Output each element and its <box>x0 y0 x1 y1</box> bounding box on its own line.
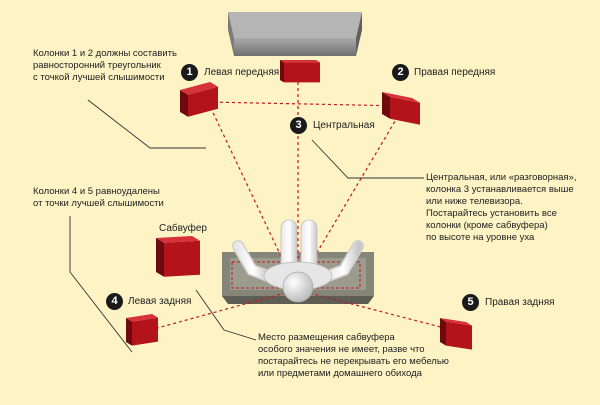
speaker-3-number: 3 <box>290 117 307 134</box>
note-line: от точки лучшей слышимости <box>33 198 164 209</box>
note-line: Колонки 1 и 2 должны составить <box>33 48 177 59</box>
note-subwoofer: Место размещения сабвуфера особого значе… <box>258 332 449 380</box>
speaker-5-icon <box>440 318 472 350</box>
note-line: или ниже телевизора. <box>426 196 523 207</box>
leader-center-note <box>311 139 424 179</box>
note-line: Колонки 4 и 5 равноудалены <box>33 186 160 197</box>
leader-subwoofer-note <box>195 289 257 341</box>
leader-lines <box>69 99 424 353</box>
note-line: Постарайтесь установить все <box>426 208 557 219</box>
note-rear-distance: Колонки 4 и 5 равноудалены от точки лучш… <box>33 186 164 210</box>
subwoofer-icon <box>156 236 200 277</box>
speaker-5-label: Правая задняя <box>485 297 555 308</box>
note-center-speaker: Центральная, или «разговорная», колонка … <box>426 172 576 244</box>
note-line: с точкой лучшей слышимости <box>33 72 165 83</box>
speaker-4-label: Левая задняя <box>128 296 192 307</box>
note-line: постарайтесь не перекрывать его мебелью <box>258 356 449 367</box>
speaker-1-icon <box>180 82 218 117</box>
note-line: колонка 3 устанавливается выше <box>426 184 574 195</box>
note-line: или предметами домашнего обихода <box>258 368 422 379</box>
speaker-4-number: 4 <box>106 293 123 310</box>
leader-rear-note <box>69 216 133 353</box>
note-line: равносторонний треугольник <box>33 60 161 71</box>
dash-line-4 <box>149 289 297 331</box>
speaker-2-number: 2 <box>392 64 409 81</box>
speaker-5-number: 5 <box>462 294 479 311</box>
note-line: Центральная, или «разговорная», <box>426 172 577 183</box>
leader-front-note <box>87 99 206 149</box>
speaker-4-icon <box>126 314 158 346</box>
note-line: по высоте на уровне уха <box>426 232 535 243</box>
note-front-triangle: Колонки 1 и 2 должны составить равностор… <box>33 48 177 84</box>
speaker-2-icon <box>382 92 420 125</box>
speaker-3-label: Центральная <box>313 120 375 131</box>
dash-line-5 <box>297 289 453 331</box>
note-line: колонки (кроме сабвуфера) <box>426 220 548 231</box>
note-line: Место размещения сабвуфера <box>258 332 395 343</box>
dash-line-front <box>207 101 405 107</box>
speaker-2-label: Правая передняя <box>414 67 496 78</box>
dash-line-1 <box>207 101 297 289</box>
speaker-1-label: Левая передняя <box>204 67 280 78</box>
speaker-3-icon <box>280 60 320 83</box>
listener-figure <box>232 219 364 303</box>
speaker-1-number: 1 <box>181 64 198 81</box>
tv-shape <box>228 12 362 56</box>
subwoofer-label: Сабвуфер <box>159 223 207 234</box>
note-line: особого значения не имеет, разве что <box>258 344 425 355</box>
